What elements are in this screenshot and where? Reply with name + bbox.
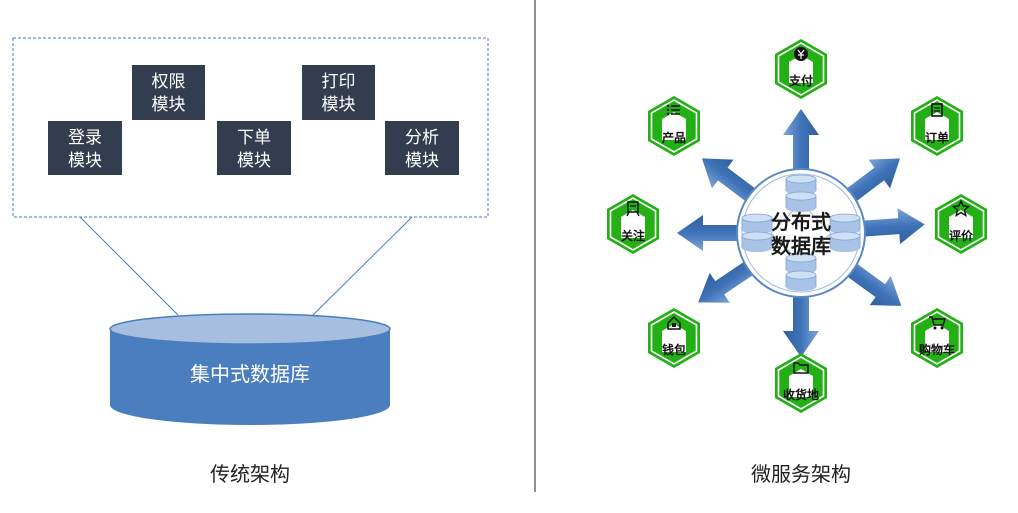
service-label: 收货地 <box>783 387 819 402</box>
service-label: 钱包 <box>662 342 686 357</box>
traditional-architecture: 权限 模块 打印 模块 登录 模块 下单 模块 分析 模块 集中式数据库 <box>12 37 489 486</box>
service-node-product: 产品 <box>647 95 701 157</box>
module-label-line1: 下单 <box>237 128 271 148</box>
order-receipt-icon <box>931 103 943 117</box>
module-label-line1: 权限 <box>152 72 186 92</box>
service-label: 订单 <box>925 130 949 145</box>
db-node-icon <box>785 270 817 292</box>
module-label-line2: 模块 <box>405 151 439 171</box>
arrow-to-review <box>853 208 925 245</box>
arrow-to-order <box>838 158 901 208</box>
module-label-line2: 模块 <box>237 151 271 171</box>
module-label-line1: 分析 <box>405 128 439 148</box>
module-label-line1: 登录 <box>68 128 102 148</box>
service-node-address: 收货地 <box>774 352 828 414</box>
db-node-icon <box>785 191 817 213</box>
db-node-icon <box>741 213 773 235</box>
arrow-to-cart <box>839 257 902 306</box>
module-box-print: 打印 模块 <box>302 65 375 120</box>
application-boundary <box>12 37 489 218</box>
arrow-to-pay <box>783 109 819 180</box>
list-icon <box>666 104 680 116</box>
connector-line-right <box>312 216 413 316</box>
service-node-order: 订单 <box>910 95 964 157</box>
module-box-analysis: 分析 模块 <box>385 121 459 175</box>
module-label-line2: 模块 <box>68 151 102 171</box>
service-node-wallet: 钱包 <box>647 307 701 369</box>
db-node-icon <box>829 213 861 235</box>
service-node-review: 评价 <box>934 193 988 255</box>
db-node-icon <box>829 231 861 253</box>
service-label: 支付 <box>788 73 813 88</box>
database-label: 集中式数据库 <box>190 362 310 386</box>
distributed-database-hub: 分布式 数据库 <box>736 168 866 298</box>
center-label-line2: 数据库 <box>771 234 831 258</box>
centralized-database-cylinder: 集中式数据库 <box>109 313 391 425</box>
module-label-line2: 模块 <box>322 95 356 115</box>
service-node-pay: 支付 <box>774 38 828 100</box>
db-node-icon <box>741 231 773 253</box>
module-box-login: 登录 模块 <box>48 121 122 175</box>
microservice-architecture: 分布式 数据库 支付 订单 评价 <box>606 38 988 486</box>
service-node-follow: 关注 <box>606 193 660 255</box>
shopping-cart-icon <box>929 316 947 330</box>
service-label: 购物车 <box>919 342 955 357</box>
arrow-to-product <box>701 158 764 208</box>
module-label-line1: 打印 <box>322 72 356 92</box>
follow-icon <box>626 201 640 217</box>
microservice-caption: 微服务架构 <box>751 462 851 486</box>
folder-icon <box>793 362 809 374</box>
wallet-icon <box>667 315 681 330</box>
yen-coin-icon <box>794 47 808 61</box>
service-node-cart: 购物车 <box>910 307 964 369</box>
arrow-to-wallet <box>698 256 762 303</box>
service-label: 产品 <box>662 130 686 145</box>
service-label: 关注 <box>621 228 645 243</box>
traditional-caption: 传统架构 <box>210 462 290 486</box>
center-label-line1: 分布式 <box>771 210 831 234</box>
star-icon <box>951 199 971 217</box>
arrow-to-follow <box>677 215 748 251</box>
connector-line-left <box>79 216 179 316</box>
arrow-to-address <box>783 286 819 357</box>
service-label: 评价 <box>949 229 974 243</box>
module-box-order: 下单 模块 <box>217 121 291 175</box>
module-box-permission: 权限 模块 <box>132 65 205 120</box>
module-label-line2: 模块 <box>152 95 186 115</box>
